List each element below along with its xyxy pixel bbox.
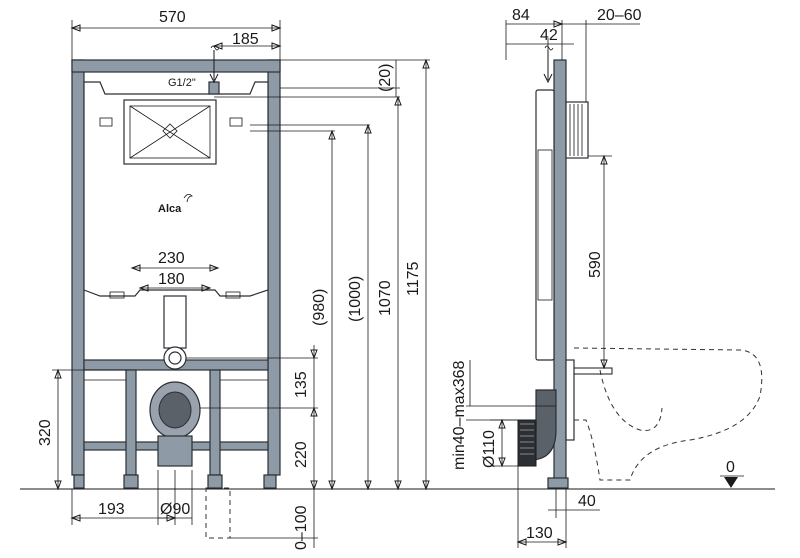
water-inlet-arrow (209, 50, 219, 84)
dim-height-220: 220 (293, 441, 310, 468)
dim-depth-130: 130 (526, 525, 553, 542)
dim-depth-84: 84 (512, 7, 530, 24)
side-inlet-wave (544, 45, 554, 51)
dim-floor-zero: 0 (726, 459, 735, 476)
water-inlet (208, 81, 220, 95)
drain-bend-inner (158, 391, 192, 429)
toilet-bowl-outline (573, 347, 763, 481)
frame-right-post (267, 59, 281, 476)
toilet-seat (574, 367, 613, 375)
flush-plate-opening (123, 99, 217, 165)
toilet-bowl-inner (599, 369, 663, 432)
dim-outlet-outer: 230 (158, 250, 185, 267)
flush-pipe (163, 295, 187, 349)
dim-flush-plate-offset: (20) (377, 64, 394, 92)
side-flush-connector (565, 359, 575, 441)
frame-inner-right (209, 369, 221, 476)
dim-frame-width: 570 (159, 9, 186, 26)
dim-height-1000: (1000) (347, 276, 364, 322)
dim-drain-pipe: Ø110 (481, 430, 498, 468)
brand-bird-icon (183, 194, 193, 203)
foot-left (73, 474, 85, 489)
dim-height-1175: 1175 (405, 261, 422, 296)
side-drain-pipe (517, 419, 537, 467)
dim-height-590: 590 (587, 251, 604, 278)
brand-logo: Alca (158, 203, 182, 215)
dim-depth-40: 40 (578, 493, 596, 510)
frame-inner-left (125, 369, 137, 476)
dim-outlet-inner: 180 (158, 271, 185, 288)
dim-inner-42: 42 (540, 27, 558, 44)
foot-mid-left (123, 474, 139, 489)
dim-height-1070: 1070 (377, 280, 394, 316)
side-tank (535, 89, 555, 361)
dim-height-980: (980) (311, 289, 328, 326)
side-drain-pipe-ribs (520, 423, 534, 455)
bracket-low-right (225, 291, 241, 299)
side-flush-plate (565, 101, 589, 159)
dim-inlet-offset: 185 (232, 31, 259, 48)
dim-bowl-distance: min40–max368 (451, 361, 468, 471)
foot-mid-right (207, 474, 223, 489)
dim-wall-gap: 20–60 (597, 7, 642, 24)
dim-height-135: 135 (293, 371, 310, 398)
dim-drain-diameter: Ø90 (160, 501, 190, 518)
leg-extension (205, 487, 231, 539)
drain-pipe-front (157, 435, 193, 467)
side-tank-inner (537, 149, 553, 301)
flush-outlet-inner (168, 351, 182, 365)
water-inlet-wave (210, 45, 220, 51)
inlet-thread-label: G1/2" (168, 77, 196, 89)
side-inlet-arrow (543, 50, 553, 84)
dim-outlet-height: 320 (37, 419, 54, 446)
frame-top-bar (71, 59, 281, 73)
flush-plate-inner (129, 105, 211, 159)
foot-right (263, 474, 277, 489)
bracket-low-left (109, 291, 125, 299)
dim-leg-offset: 193 (98, 501, 125, 518)
dim-leg-extension: 0–100 (293, 505, 310, 550)
side-flush-plate-lines (569, 104, 583, 156)
front-view: G1/2" Alca 570 185 230 180 320 (37, 9, 430, 550)
side-foot (547, 477, 569, 489)
bracket-left (99, 117, 113, 127)
side-view: 84 20–60 42 590 min40–max368 Ø110 0 40 (451, 7, 763, 548)
floor-zero-marker (724, 477, 738, 488)
flush-plate-cross (129, 105, 211, 159)
bracket-right (229, 117, 243, 127)
frame-left-post (71, 59, 85, 476)
flush-plate-center (162, 123, 178, 139)
